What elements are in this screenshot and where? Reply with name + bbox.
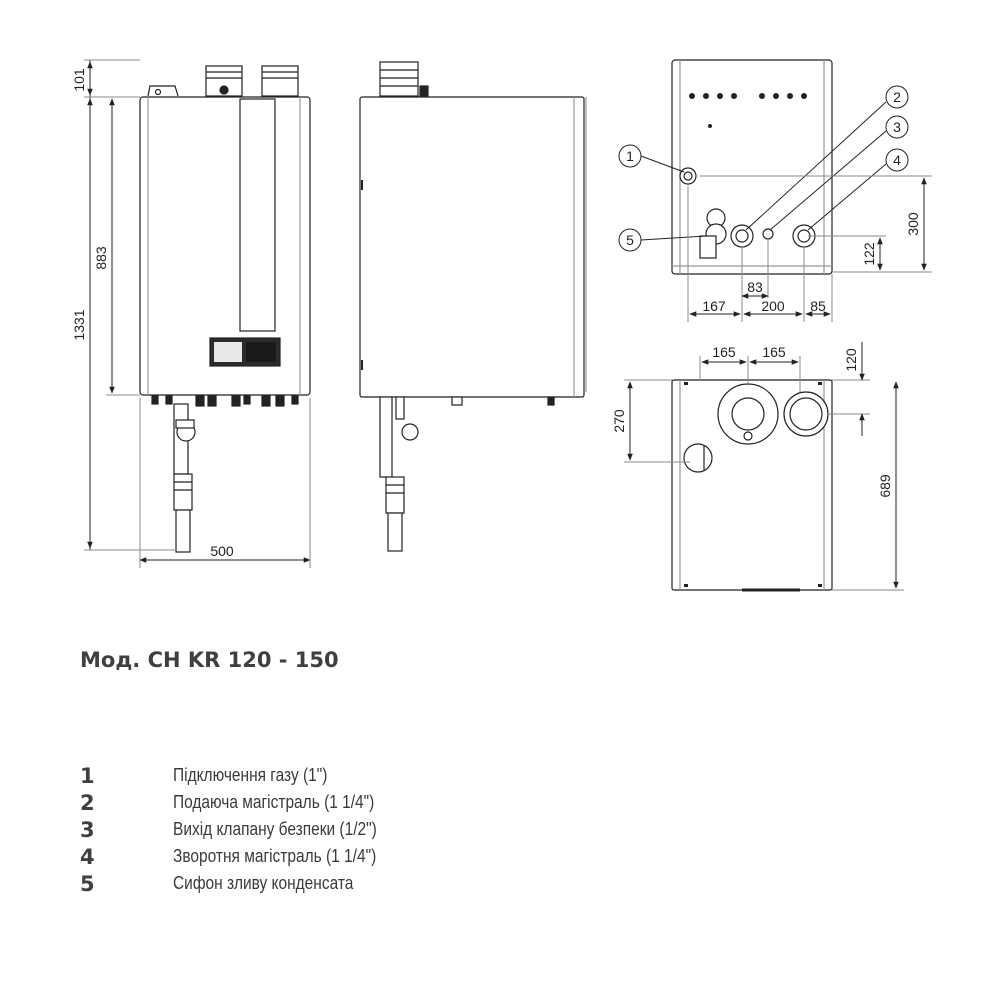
dim-165-left: 165 bbox=[712, 344, 736, 360]
callout-1: 1 bbox=[626, 148, 634, 164]
legend-label: Подаюча магістраль (1 1/4") bbox=[173, 792, 375, 812]
side-view bbox=[359, 61, 587, 552]
dim-883: 883 bbox=[93, 246, 109, 270]
dim-689: 689 bbox=[877, 474, 893, 498]
bottom-view bbox=[671, 59, 833, 275]
callout-2: 2 bbox=[893, 89, 901, 105]
callout-leaders bbox=[618, 85, 909, 252]
dim-101: 101 bbox=[71, 68, 87, 92]
legend-item: 2 Подаюча магістраль (1 1/4") bbox=[80, 789, 410, 816]
legend: 1 Підключення газу (1") 2 Подаюча магіст… bbox=[80, 762, 410, 897]
top-dimensions bbox=[624, 342, 904, 591]
legend-label: Вихід клапану безпеки (1/2") bbox=[173, 819, 377, 839]
dim-85: 85 bbox=[810, 298, 826, 314]
top-view bbox=[671, 379, 833, 592]
dim-300: 300 bbox=[905, 212, 921, 236]
dim-120: 120 bbox=[843, 348, 859, 372]
dim-165-right: 165 bbox=[762, 344, 786, 360]
dim-270: 270 bbox=[611, 409, 627, 433]
legend-number: 2 bbox=[80, 790, 95, 815]
front-view bbox=[139, 65, 311, 553]
dim-122: 122 bbox=[861, 242, 877, 266]
legend-label: Сифон зливу конденсата bbox=[173, 873, 354, 893]
callout-4: 4 bbox=[893, 152, 901, 168]
front-dimensions bbox=[84, 59, 311, 568]
legend-item: 5 Сифон зливу конденсата bbox=[80, 870, 410, 897]
callout-3: 3 bbox=[893, 119, 901, 135]
legend-item: 4 Зворотня магістраль (1 1/4") bbox=[80, 843, 410, 870]
legend-item: 3 Вихід клапану безпеки (1/2") bbox=[80, 816, 410, 843]
legend-number: 3 bbox=[80, 817, 95, 842]
dim-83: 83 bbox=[747, 279, 763, 295]
legend-label: Зворотня магістраль (1 1/4") bbox=[173, 846, 377, 866]
legend-number: 5 bbox=[80, 871, 95, 896]
legend-number: 4 bbox=[80, 844, 95, 869]
dim-167: 167 bbox=[702, 298, 726, 314]
technical-drawing: 101 1331 883 500 bbox=[71, 59, 932, 592]
legend-item: 1 Підключення газу (1") bbox=[80, 762, 410, 789]
dim-1331: 1331 bbox=[71, 309, 87, 340]
model-heading: Мод. CH KR 120 - 150 bbox=[80, 648, 339, 672]
dim-200: 200 bbox=[761, 298, 785, 314]
legend-number: 1 bbox=[80, 763, 95, 788]
legend-label: Підключення газу (1") bbox=[173, 765, 328, 785]
bottom-dimensions bbox=[687, 175, 932, 322]
callout-5: 5 bbox=[626, 232, 634, 248]
dim-500: 500 bbox=[210, 543, 234, 559]
